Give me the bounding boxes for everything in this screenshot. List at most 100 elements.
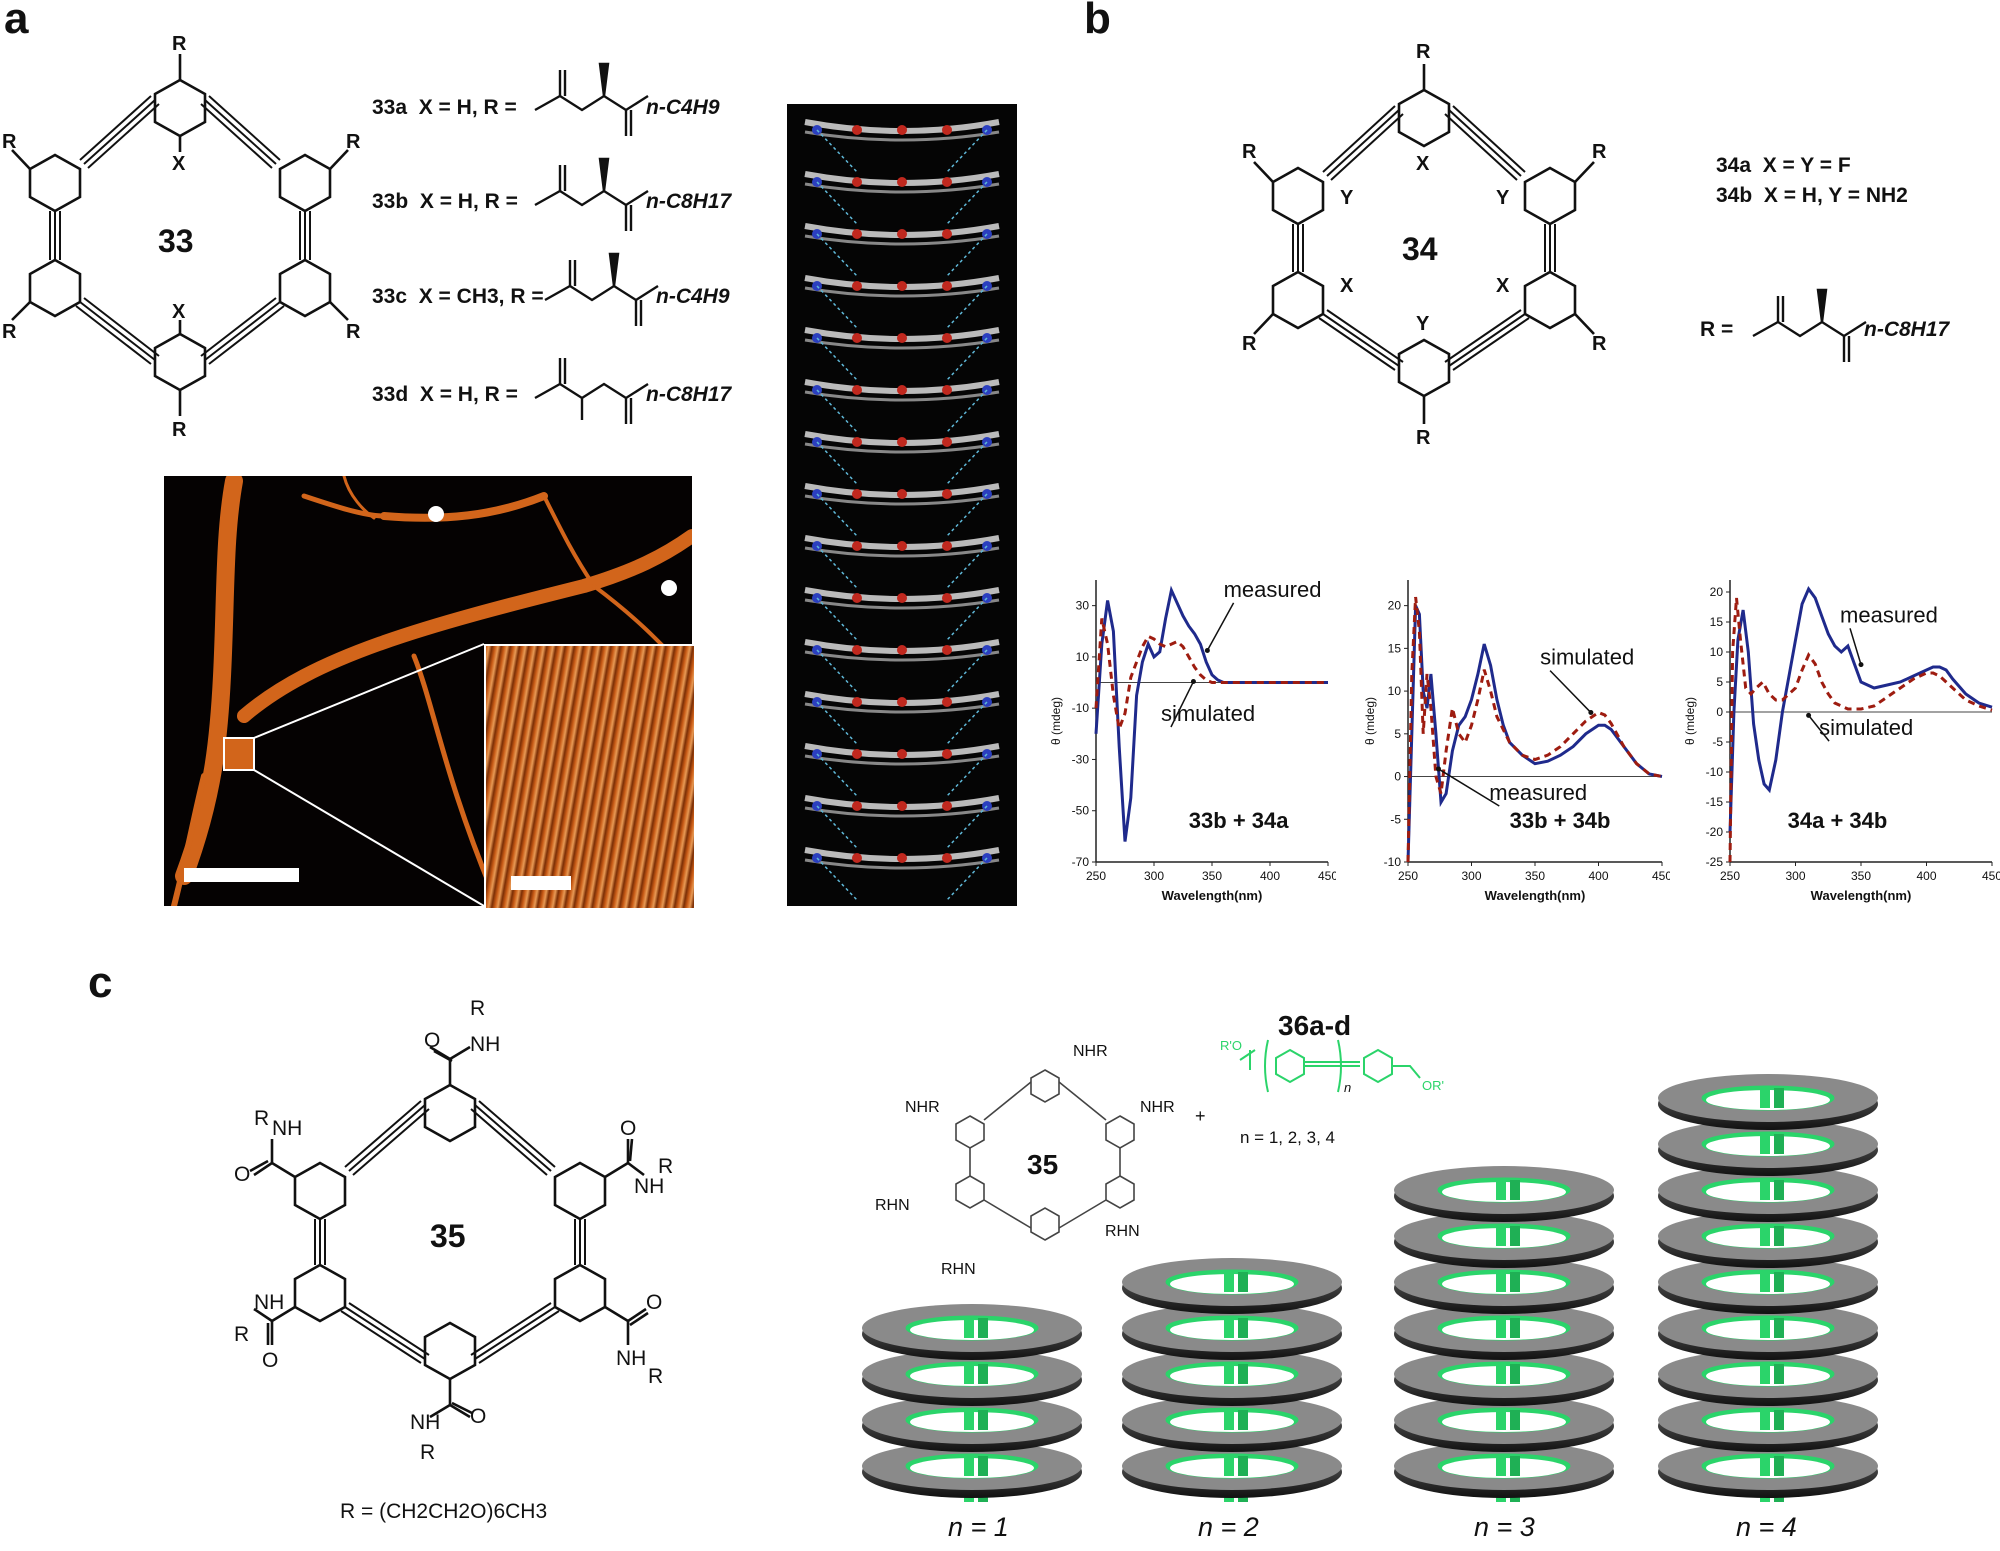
variant-33a: 33a X = H, R =	[372, 96, 517, 119]
r-label: R	[346, 321, 361, 343]
model-hbond	[816, 233, 858, 277]
inset-scale-bar	[511, 876, 571, 890]
green-linker-bar	[1510, 1364, 1520, 1384]
variant-33c: 33c X = CH3, R =	[372, 285, 544, 308]
green-linker-bar	[1760, 1180, 1770, 1200]
r-label: R	[658, 1155, 673, 1178]
green-linker-bar	[1224, 1364, 1234, 1384]
x-tick-label: 250	[1086, 869, 1106, 883]
y-tick-label: 30	[1076, 599, 1090, 613]
model-hbond	[946, 753, 988, 797]
model-hbond	[946, 337, 988, 381]
y-tick-label: 10	[1388, 684, 1402, 698]
model-atom	[942, 645, 952, 655]
green-linker-bar	[1510, 1456, 1520, 1476]
x-tick-label: 300	[1461, 869, 1481, 883]
svg-text:NHR: NHR	[1073, 1043, 1108, 1060]
x-axis-label: Wavelength(nm)	[1485, 888, 1586, 903]
annotation-label: measured	[1224, 577, 1322, 602]
green-linker-bar	[1496, 1226, 1506, 1246]
x-tick-label: 350	[1525, 869, 1545, 883]
model-hbond	[816, 701, 858, 745]
green-linker-bar	[1760, 1226, 1770, 1246]
svg-text:NHR: NHR	[1140, 1099, 1175, 1116]
x-label: X	[172, 301, 186, 323]
svg-text:R'O: R'O	[1220, 1038, 1242, 1053]
model-atom	[897, 801, 907, 811]
x-tick-label: 250	[1398, 869, 1418, 883]
model-atom	[942, 801, 952, 811]
green-linker-bar	[1774, 1226, 1784, 1246]
model-ring-back	[804, 338, 1000, 350]
model-atom	[852, 489, 862, 499]
stack-label-2: n = 2	[1198, 1512, 1259, 1542]
green-linker-bar	[978, 1410, 988, 1430]
svg-text:O: O	[234, 1163, 250, 1186]
green-linker-bar	[1774, 1410, 1784, 1430]
y-tick-label: -10	[1072, 701, 1090, 715]
compound-number: 35	[430, 1218, 466, 1254]
amide-o: O	[424, 1029, 440, 1052]
chart-combination-label: 34a + 34b	[1788, 808, 1888, 833]
y-tick-label: -15	[1706, 795, 1724, 809]
y-tick-label: 5	[1716, 675, 1723, 689]
x-tick-label: 300	[1144, 869, 1164, 883]
model-atom	[852, 853, 862, 863]
annotation-arrow-head	[1806, 712, 1812, 718]
model-ring-back	[804, 234, 1000, 246]
model-atom	[852, 385, 862, 395]
y-tick-label: -50	[1072, 804, 1090, 818]
y-axis-label: θ (mdeg)	[1363, 697, 1377, 745]
model-hbond	[816, 597, 858, 641]
model-hbond	[816, 129, 858, 173]
green-linker-bar	[1224, 1456, 1234, 1476]
green-linker-bar	[1760, 1134, 1770, 1154]
model-atom	[942, 385, 952, 395]
y-tick-label: 5	[1394, 727, 1401, 741]
green-linker-bar	[1760, 1318, 1770, 1338]
ester-33a: n-C4H9	[646, 96, 720, 119]
y-tick-label: -20	[1706, 825, 1724, 839]
model-ring-back	[804, 286, 1000, 298]
y-tick-label: 15	[1388, 641, 1402, 655]
model-ring-back	[804, 754, 1000, 766]
y-tick-label: 0	[1716, 705, 1723, 719]
macrocycle-34-structure: R R R R R R X X X Y Y Y 34	[1242, 41, 1607, 449]
model-atom	[897, 437, 907, 447]
model-ring-back	[804, 182, 1000, 194]
chart-combination-label: 33b + 34a	[1189, 808, 1289, 833]
r-label: R	[420, 1441, 435, 1464]
y-tick-label: -5	[1390, 812, 1401, 826]
model-hbond	[946, 701, 988, 745]
x-tick-label: 350	[1202, 869, 1222, 883]
annotation-arrow	[1438, 768, 1500, 807]
r-label: R	[1416, 41, 1431, 63]
green-linker-bar	[1510, 1180, 1520, 1200]
model-atom	[942, 541, 952, 551]
model-atom	[852, 333, 862, 343]
y-tick-label: 15	[1710, 615, 1724, 629]
y-tick-label: -25	[1706, 855, 1724, 869]
x-label: X	[1416, 153, 1430, 175]
amide-nh: NH	[616, 1347, 646, 1370]
x-axis-label: Wavelength(nm)	[1811, 888, 1912, 903]
model-atom	[852, 281, 862, 291]
green-linker-bar	[1760, 1364, 1770, 1384]
model-atom	[897, 853, 907, 863]
green-linker-bar	[1774, 1364, 1784, 1384]
amide-nh: NH	[254, 1291, 284, 1314]
x-tick-label: 450	[1318, 869, 1336, 883]
x-label: X	[172, 153, 186, 175]
annotation-arrow-head	[1190, 679, 1196, 685]
annotation-arrow	[1206, 602, 1235, 651]
green-linker-bar	[964, 1456, 974, 1476]
green-linker-bar	[1238, 1318, 1248, 1338]
series-simulated	[1728, 597, 1993, 863]
model-atom	[942, 125, 952, 135]
green-linker-bar	[1496, 1410, 1506, 1430]
variant-33b: 33b X = H, R =	[372, 190, 518, 213]
model-ring-back	[804, 130, 1000, 142]
r-label: R	[172, 419, 187, 441]
